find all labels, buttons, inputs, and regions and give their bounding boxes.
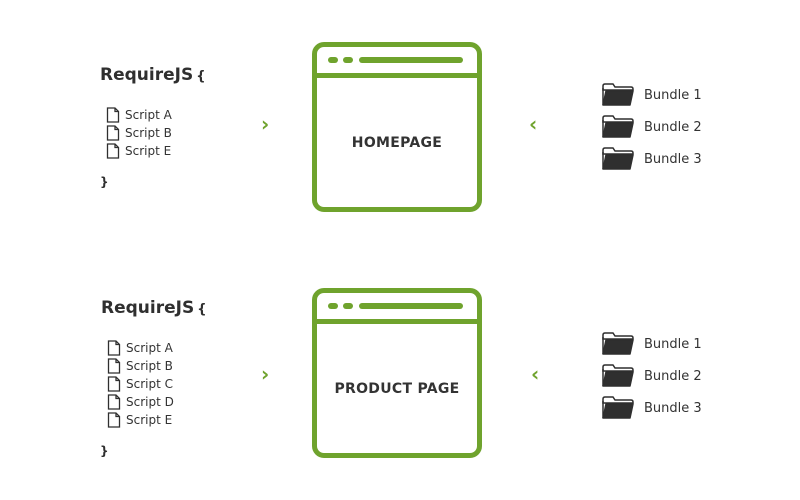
- window-dot: [343, 303, 353, 309]
- open-brace: {: [196, 69, 206, 84]
- folder-icon: [602, 147, 634, 170]
- file-icon: [107, 340, 121, 356]
- product-page-diagram: RequireJS{ Script A Script B Script C Sc…: [0, 250, 800, 500]
- window-dot: [328, 303, 338, 309]
- list-item: Script A: [106, 106, 172, 124]
- file-icon: [106, 107, 120, 123]
- requirejs-title: RequireJS{: [101, 298, 206, 318]
- file-icon: [107, 376, 121, 392]
- file-icon: [106, 143, 120, 159]
- folder-icon: [602, 83, 634, 106]
- file-icon: [107, 412, 121, 428]
- file-icon: [107, 358, 121, 374]
- close-brace: }: [100, 175, 109, 189]
- list-item: Bundle 1: [602, 79, 702, 111]
- page-title: HOMEPAGE: [351, 134, 443, 151]
- folder-icon: [602, 115, 634, 138]
- bundle-name: Bundle 1: [644, 336, 702, 352]
- script-name: Script E: [126, 413, 173, 427]
- list-item: Script A: [107, 339, 174, 357]
- list-item: Script D: [107, 393, 174, 411]
- list-item: Bundle 2: [602, 111, 702, 143]
- arrow-right-icon: ›: [261, 362, 270, 386]
- bundle-list: Bundle 1 Bundle 2 Bundle 3: [602, 79, 702, 175]
- open-brace: {: [197, 302, 207, 317]
- list-item: Script E: [107, 411, 174, 429]
- script-name: Script A: [125, 108, 172, 122]
- close-brace: }: [100, 444, 109, 458]
- list-item: Bundle 1: [602, 328, 702, 360]
- browser-toolbar: [317, 47, 477, 78]
- script-name: Script B: [126, 359, 173, 373]
- browser-window-icon: PRODUCT PAGE: [312, 288, 482, 458]
- bundle-name: Bundle 2: [644, 119, 702, 135]
- requirejs-label: RequireJS: [100, 65, 194, 85]
- script-name: Script E: [125, 144, 172, 158]
- window-dot: [343, 57, 353, 63]
- list-item: Bundle 3: [602, 143, 702, 175]
- arrow-right-icon: ›: [261, 112, 270, 136]
- bundle-name: Bundle 1: [644, 87, 702, 103]
- bundle-list: Bundle 1 Bundle 2 Bundle 3: [602, 328, 702, 424]
- list-item: Script B: [107, 357, 174, 375]
- page-title: PRODUCT PAGE: [334, 380, 460, 397]
- list-item: Script C: [107, 375, 174, 393]
- list-item: Script B: [106, 124, 172, 142]
- bundle-name: Bundle 3: [644, 400, 702, 416]
- script-list: Script A Script B Script E: [106, 106, 172, 160]
- arrow-left-icon: ‹: [529, 112, 538, 136]
- script-name: Script A: [126, 341, 173, 355]
- script-name: Script B: [125, 126, 172, 140]
- homepage-diagram: RequireJS{ Script A Script B Script E } …: [100, 42, 702, 212]
- list-item: Bundle 2: [602, 360, 702, 392]
- list-item: Script E: [106, 142, 172, 160]
- bundle-name: Bundle 3: [644, 151, 702, 167]
- window-dot: [328, 57, 338, 63]
- requirejs-title: RequireJS{: [100, 65, 205, 85]
- browser-toolbar: [317, 293, 477, 324]
- bundle-name: Bundle 2: [644, 368, 702, 384]
- folder-icon: [602, 396, 634, 419]
- folder-icon: [602, 332, 634, 355]
- script-list: Script A Script B Script C Script D Scri…: [107, 339, 174, 429]
- file-icon: [106, 125, 120, 141]
- script-name: Script C: [126, 377, 173, 391]
- browser-window-icon: HOMEPAGE: [312, 42, 482, 212]
- list-item: Bundle 3: [602, 392, 702, 424]
- address-bar: [359, 303, 463, 309]
- requirejs-label: RequireJS: [101, 298, 195, 318]
- address-bar: [359, 57, 463, 63]
- script-name: Script D: [126, 395, 174, 409]
- folder-icon: [602, 364, 634, 387]
- file-icon: [107, 394, 121, 410]
- arrow-left-icon: ‹: [531, 362, 540, 386]
